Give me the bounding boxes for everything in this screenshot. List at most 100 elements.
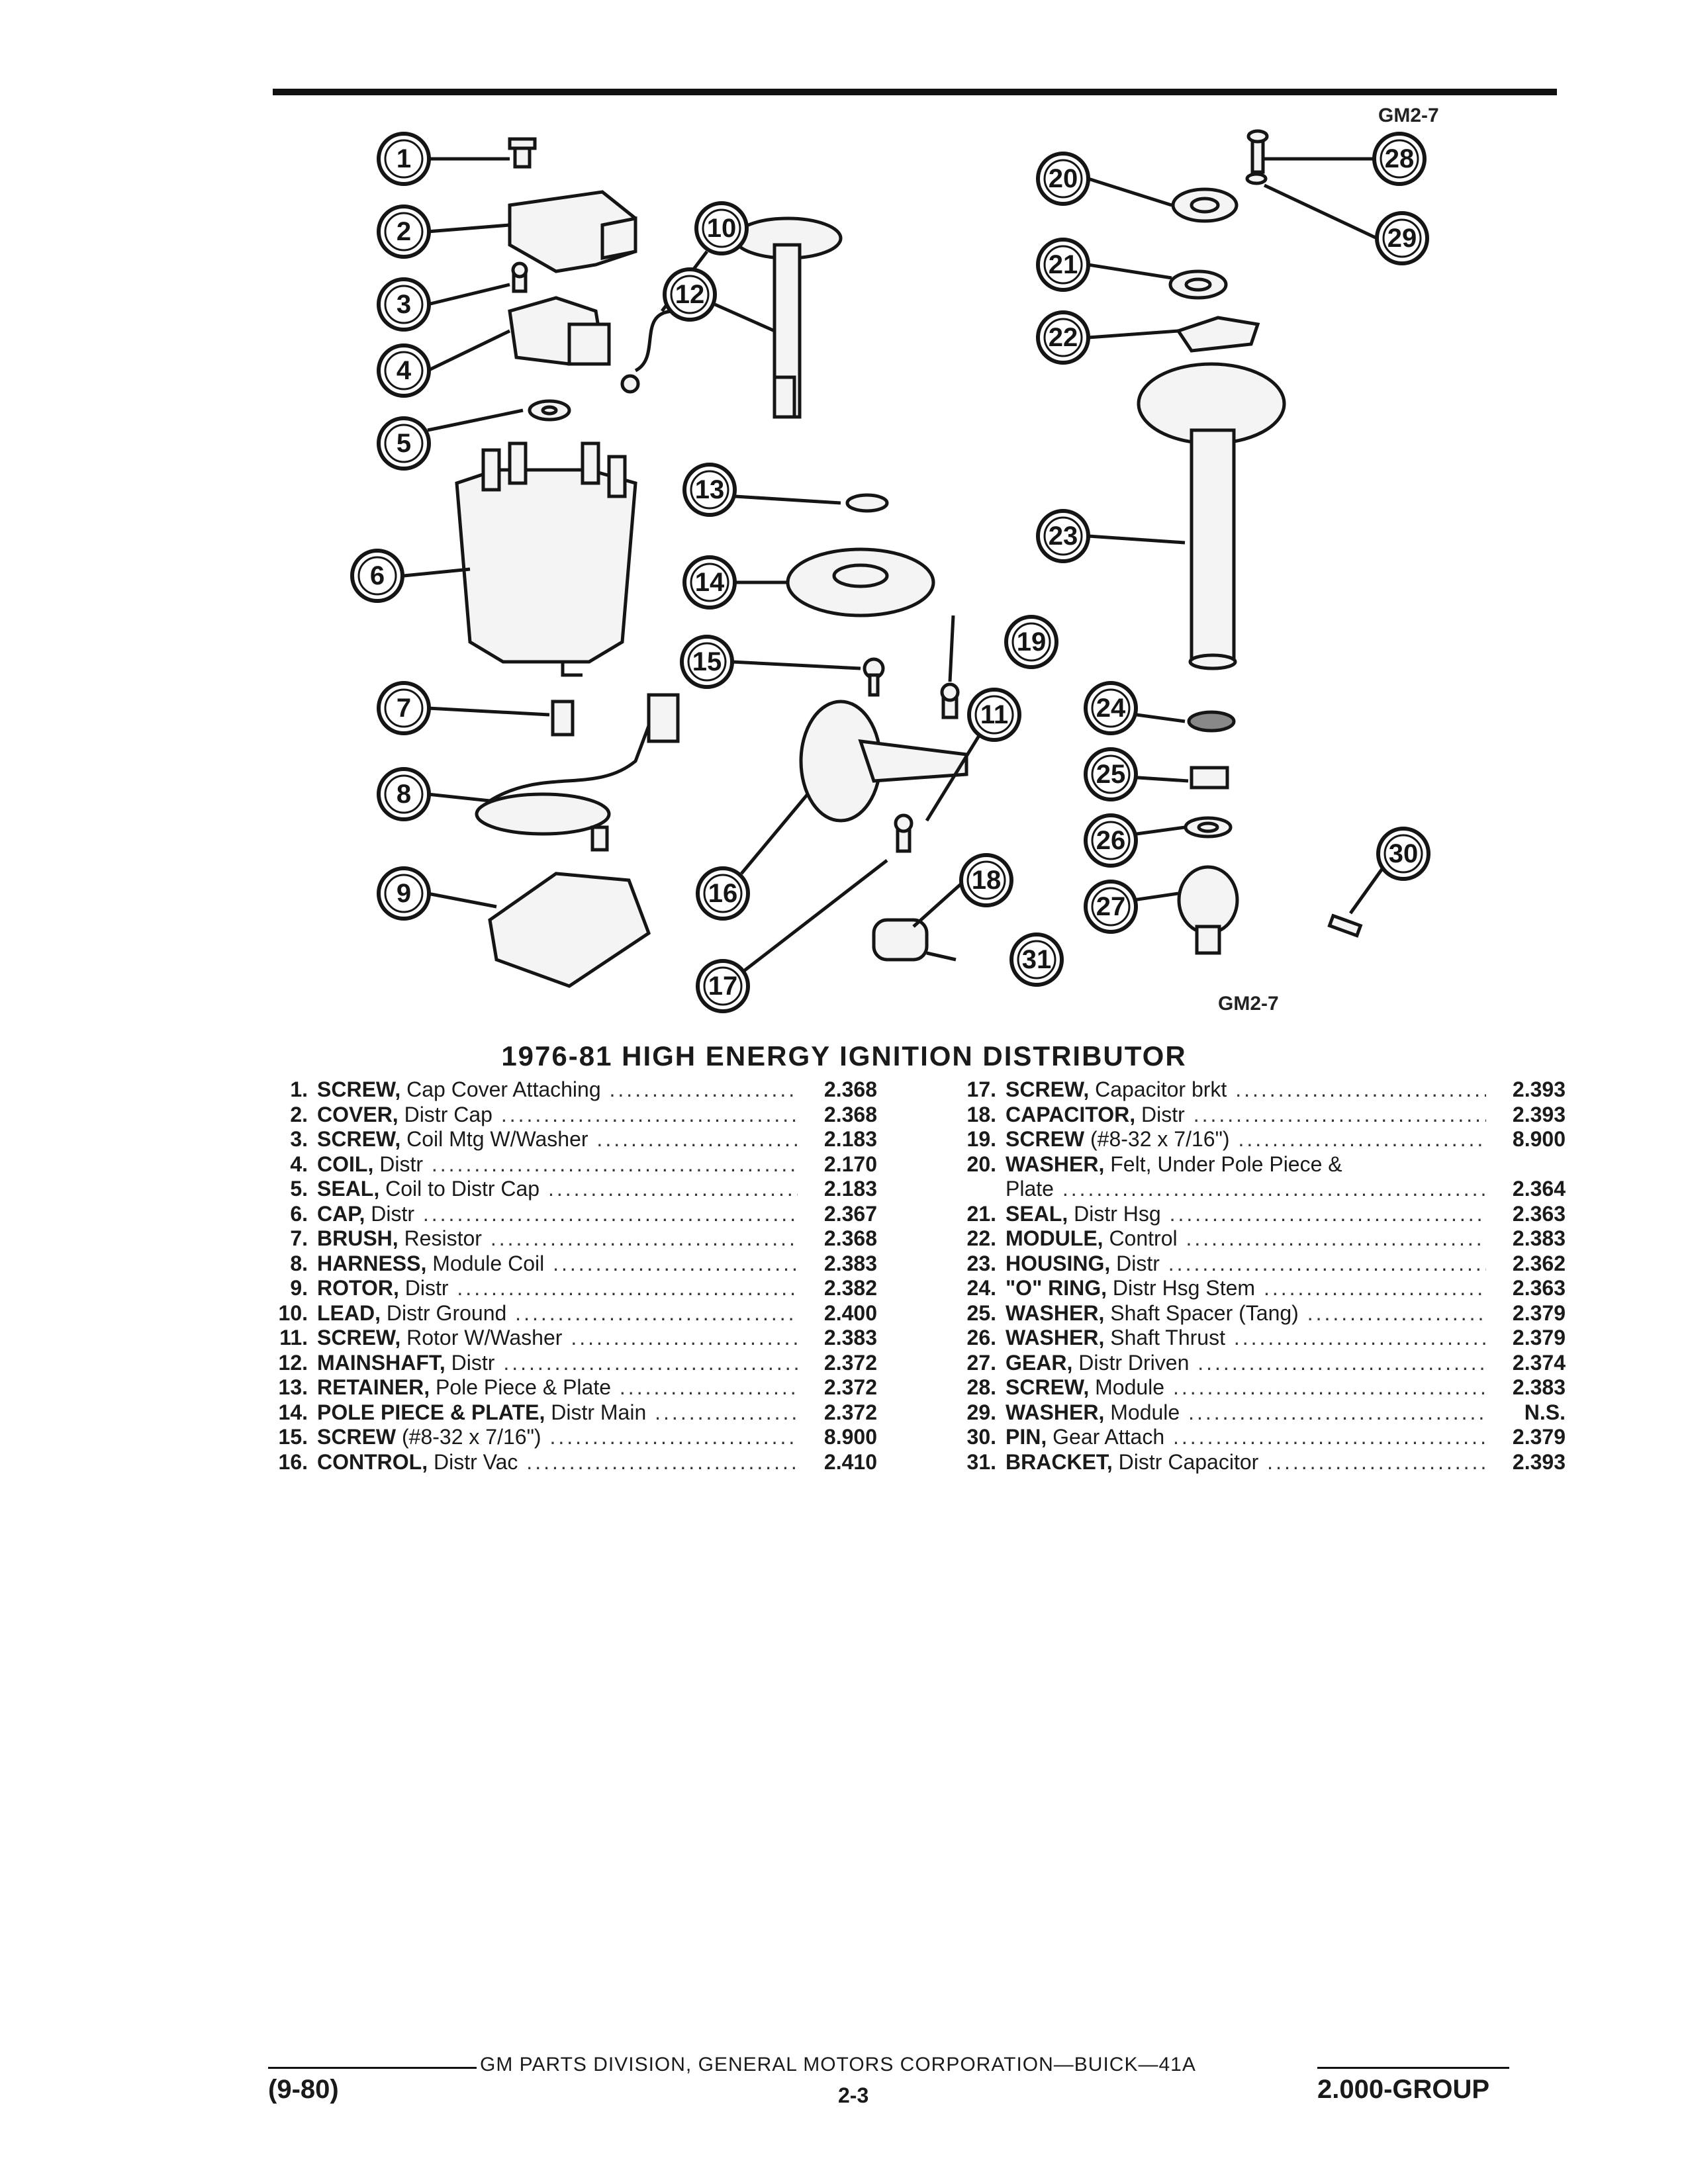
group-number: 2.183 xyxy=(823,1177,877,1201)
callout-21: 21 xyxy=(1036,238,1090,292)
part-o-ring xyxy=(1187,710,1236,733)
group-number: 2.400 xyxy=(823,1300,877,1325)
callout-label: 4 xyxy=(397,356,412,385)
part-description: WASHER, Module .........................… xyxy=(1006,1400,1486,1426)
callout-24: 24 xyxy=(1084,681,1138,735)
part-name: WASHER, xyxy=(1006,1400,1105,1424)
callout-1: 1 xyxy=(377,132,431,186)
part-desc-text: Distr xyxy=(379,1152,423,1176)
part-name: MODULE, xyxy=(1006,1226,1103,1250)
part-description: Plate ..................................… xyxy=(1006,1177,1486,1202)
group-number: 2.368 xyxy=(823,1226,877,1250)
part-desc-text: Pole Piece & Plate xyxy=(435,1375,612,1399)
parts-row: 26.WASHER, Shaft Thrust ................… xyxy=(943,1326,1566,1351)
part-description: COIL, Distr ............................… xyxy=(317,1152,798,1177)
part-desc-text: Distr Cap xyxy=(404,1102,492,1126)
parts-row: 15.SCREW (#8-32 x 7/16") ...............… xyxy=(255,1425,877,1450)
parts-row: 6.CAP, Distr ...........................… xyxy=(255,1202,877,1227)
group-number: 8.900 xyxy=(1512,1127,1566,1151)
part-desc-text: Distr xyxy=(451,1350,495,1375)
part-name: BRACKET, xyxy=(1006,1449,1113,1474)
parts-row: 12.MAINSHAFT, Distr ....................… xyxy=(255,1351,877,1376)
callout-30: 30 xyxy=(1376,827,1430,881)
leader-dots: ........................................… xyxy=(1235,1077,1486,1101)
group-number: 8.900 xyxy=(823,1425,877,1449)
part-number: 17. xyxy=(966,1077,996,1101)
part-number: 9. xyxy=(290,1276,308,1300)
parts-row: 20.WASHER, Felt, Under Pole Piece & xyxy=(943,1152,1566,1177)
part-distributor-cap-cover xyxy=(508,190,637,273)
parts-row: 31.BRACKET, Distr Capacitor ............… xyxy=(943,1450,1566,1475)
part-number: 25. xyxy=(966,1300,996,1325)
group-number: 2.372 xyxy=(823,1400,877,1424)
callout-label: 20 xyxy=(1049,164,1078,193)
leader-dots: ........................................… xyxy=(655,1400,798,1424)
part-number: 19. xyxy=(966,1127,996,1151)
part-name: HOUSING, xyxy=(1006,1251,1111,1275)
part-name: SEAL, xyxy=(317,1177,380,1201)
part-desc-text: Distr Hsg Stem xyxy=(1112,1276,1256,1300)
callout-22: 22 xyxy=(1036,310,1090,365)
part-description: "O" RING, Distr Hsg Stem ...............… xyxy=(1006,1276,1486,1301)
part-description: WASHER, Shaft Thrust ...................… xyxy=(1006,1326,1486,1351)
leader-dots: ........................................… xyxy=(1193,1102,1486,1126)
callout-15: 15 xyxy=(680,635,734,689)
callout-26: 26 xyxy=(1084,813,1138,868)
parts-row: 28.SCREW, Module .......................… xyxy=(943,1375,1566,1400)
part-description: GEAR, Distr Driven .....................… xyxy=(1006,1351,1486,1376)
callout-label: 21 xyxy=(1049,250,1078,279)
callout-label: 1 xyxy=(397,144,411,173)
part-desc-text: (#8-32 x 7/16") xyxy=(402,1425,541,1449)
callout-label: 10 xyxy=(707,214,737,243)
leader-dots: ........................................… xyxy=(553,1251,798,1275)
group-number: 2.364 xyxy=(1512,1177,1566,1201)
part-name: CAPACITOR, xyxy=(1006,1102,1136,1126)
exploded-parts-diagram: 1 2 3 4 5 6 7 8 9 10 11 12 13 14 15 16 1… xyxy=(350,129,1430,1013)
parts-row: 13.RETAINER, Pole Piece & Plate ........… xyxy=(255,1375,877,1400)
parts-row: 18.CAPACITOR, Distr ....................… xyxy=(943,1103,1566,1128)
leader-dots: ........................................… xyxy=(431,1152,798,1176)
parts-row: 21.SEAL, Distr Hsg .....................… xyxy=(943,1202,1566,1227)
part-number: 1. xyxy=(290,1077,308,1101)
leader-dots: ........................................… xyxy=(1168,1251,1486,1275)
part-name: "O" RING, xyxy=(1006,1276,1107,1300)
leader-dots: ........................................… xyxy=(503,1350,798,1375)
part-description: BRACKET, Distr Capacitor ...............… xyxy=(1006,1450,1486,1475)
leader-dots: ........................................… xyxy=(1188,1400,1486,1424)
part-name: SCREW xyxy=(317,1425,397,1449)
callout-label: 7 xyxy=(397,694,411,723)
part-desc-text: Coil Mtg W/Washer xyxy=(406,1127,588,1151)
parts-row: 16.CONTROL, Distr Vac ..................… xyxy=(255,1450,877,1475)
parts-row: 22.MODULE, Control .....................… xyxy=(943,1226,1566,1251)
callout-17: 17 xyxy=(696,959,750,1013)
part-module-harness xyxy=(475,693,680,836)
callout-label: 28 xyxy=(1385,144,1415,173)
part-description: WASHER, Felt, Under Pole Piece & xyxy=(1006,1152,1486,1177)
part-module-washer xyxy=(1245,172,1268,185)
part-desc-text: Distr xyxy=(404,1276,449,1300)
part-number: 28. xyxy=(966,1375,996,1399)
part-number: 23. xyxy=(966,1251,996,1275)
footer-rule-left xyxy=(268,2067,477,2069)
part-name: HARNESS, xyxy=(317,1251,427,1275)
page-title: 1976-81 HIGH ENERGY IGNITION DISTRIBUTOR xyxy=(501,1040,1187,1071)
part-name: COIL, xyxy=(317,1152,374,1176)
part-desc-text: Distr Vac xyxy=(433,1449,518,1474)
part-desc-text: Gear Attach xyxy=(1053,1425,1165,1449)
group-number: 2.368 xyxy=(823,1077,877,1101)
footer-rule-right xyxy=(1317,2067,1509,2069)
figure-id-top: GM2-7 xyxy=(1378,105,1439,126)
callout-16: 16 xyxy=(696,866,750,921)
parts-row: 29.WASHER, Module ......................… xyxy=(943,1400,1566,1426)
part-name: SEAL, xyxy=(1006,1201,1068,1226)
part-description: POLE PIECE & PLATE, Distr Main .........… xyxy=(317,1400,798,1426)
callout-13: 13 xyxy=(682,463,737,517)
part-description: MODULE, Control ........................… xyxy=(1006,1226,1486,1251)
parts-row: 10.LEAD, Distr Ground ..................… xyxy=(255,1301,877,1326)
part-number: 8. xyxy=(290,1251,308,1275)
part-description: HOUSING, Distr .........................… xyxy=(1006,1251,1486,1277)
part-description: MAINSHAFT, Distr .......................… xyxy=(317,1351,798,1376)
callout-label: 12 xyxy=(675,280,705,309)
parts-row: 14.POLE PIECE & PLATE, Distr Main ......… xyxy=(255,1400,877,1426)
group-number: 2.372 xyxy=(823,1375,877,1399)
